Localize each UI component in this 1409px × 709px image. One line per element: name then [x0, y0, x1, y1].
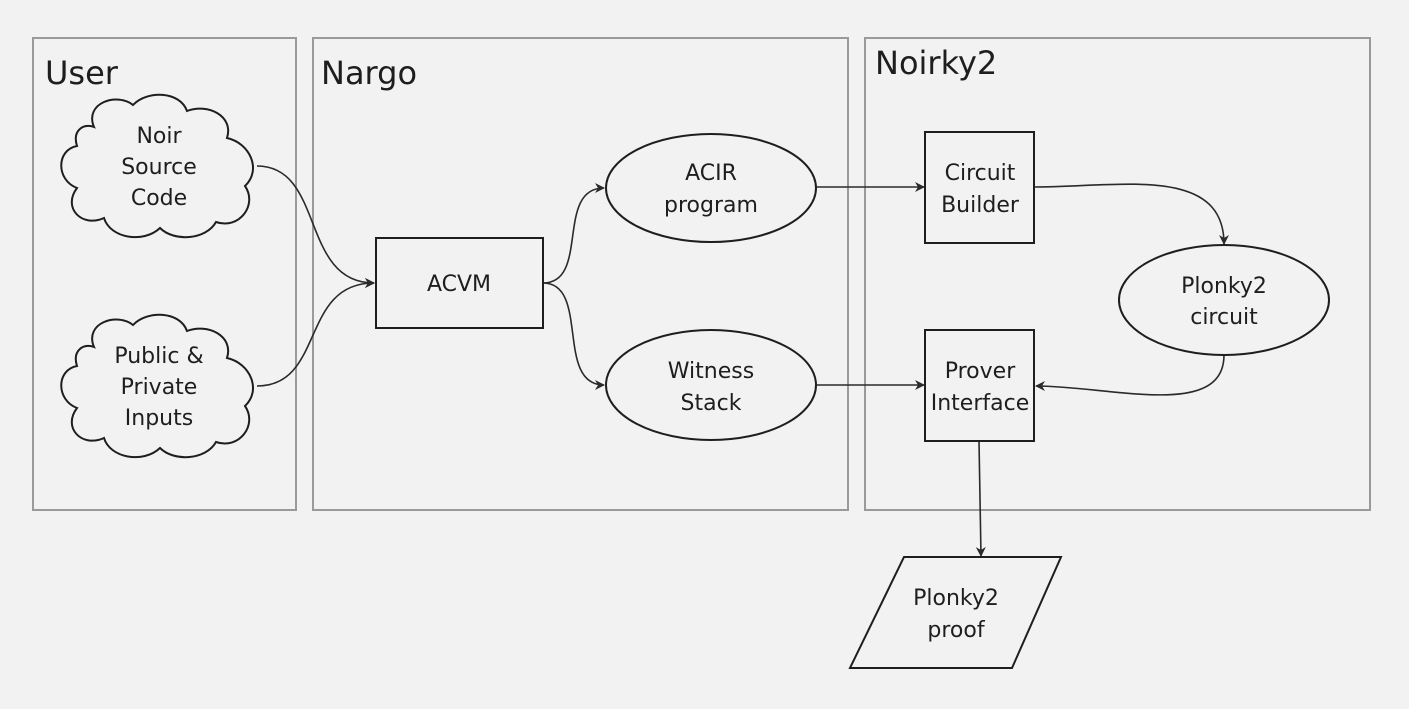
node-prover-line-2: Interface [931, 391, 1030, 416]
rectangle-shape [375, 237, 544, 329]
node-witness-stack: Witness Stack [605, 329, 817, 441]
ellipse-shape [605, 329, 817, 441]
node-public-private-inputs: Public & Private Inputs [60, 313, 254, 459]
node-acir-line-1: ACIR [685, 161, 737, 186]
group-nargo-title: Nargo [321, 54, 417, 92]
node-witness-line-1: Witness [668, 359, 754, 384]
node-plonky2-circuit: Plonky2 circuit [1118, 244, 1330, 356]
node-circuit-builder-line-1: Circuit [945, 161, 1016, 186]
edge-circuit-builder-to-plonky2-circuit [1033, 183, 1229, 245]
node-noir-source-code-line-1: Noir [136, 124, 182, 149]
node-noir-source-code-line-2: Source [121, 155, 197, 180]
node-circuit-builder-line-2: Builder [941, 193, 1020, 218]
node-plonky2-proof-line-2: proof [927, 618, 985, 643]
group-user: User [32, 37, 297, 511]
node-acvm-label: ACVM [427, 272, 491, 297]
edges [256, 165, 1229, 557]
group-noirky2-title: Noirky2 [875, 44, 997, 82]
edge-acvm-to-acir [542, 183, 605, 284]
edge-plonky2-circuit-to-prover [1035, 354, 1225, 396]
node-acir-line-2: program [664, 193, 758, 218]
node-acir-program: ACIR program [605, 133, 817, 243]
group-user-title: User [45, 54, 119, 92]
node-circuit-builder: Circuit Builder [924, 131, 1035, 244]
node-witness-line-2: Stack [681, 391, 742, 416]
node-noir-source-code: Noir Source Code [60, 93, 254, 239]
edge-noir-source-to-acvm [256, 165, 375, 288]
edge-inputs-to-acvm [256, 278, 375, 387]
node-prover-interface: Prover Interface [924, 329, 1035, 442]
edge-prover-to-plonky2-proof [975, 440, 986, 557]
edge-acvm-to-witness [542, 282, 605, 390]
node-plonky2-proof: Plonky2 proof [848, 556, 1063, 669]
rectangle-shape [924, 131, 1035, 244]
node-prover-line-1: Prover [945, 359, 1016, 384]
node-noir-source-code-line-3: Code [131, 186, 187, 211]
node-plonky2-proof-line-1: Plonky2 [913, 586, 999, 611]
cloud-shape [60, 313, 254, 459]
parallelogram-shape [848, 556, 1063, 669]
cloud-shape [60, 93, 254, 239]
ellipse-shape [1118, 244, 1330, 356]
node-inputs-line-3: Inputs [125, 406, 193, 431]
ellipse-shape [605, 133, 817, 243]
node-inputs-line-2: Private [121, 375, 198, 400]
rectangle-shape [924, 329, 1035, 442]
group-nargo: Nargo [312, 37, 849, 511]
node-plonky2-circuit-line-2: circuit [1190, 305, 1258, 330]
group-noirky2: Noirky2 [864, 37, 1371, 511]
node-acvm: ACVM [375, 237, 544, 329]
node-inputs-line-1: Public & [114, 344, 203, 369]
node-plonky2-circuit-line-1: Plonky2 [1181, 274, 1267, 299]
